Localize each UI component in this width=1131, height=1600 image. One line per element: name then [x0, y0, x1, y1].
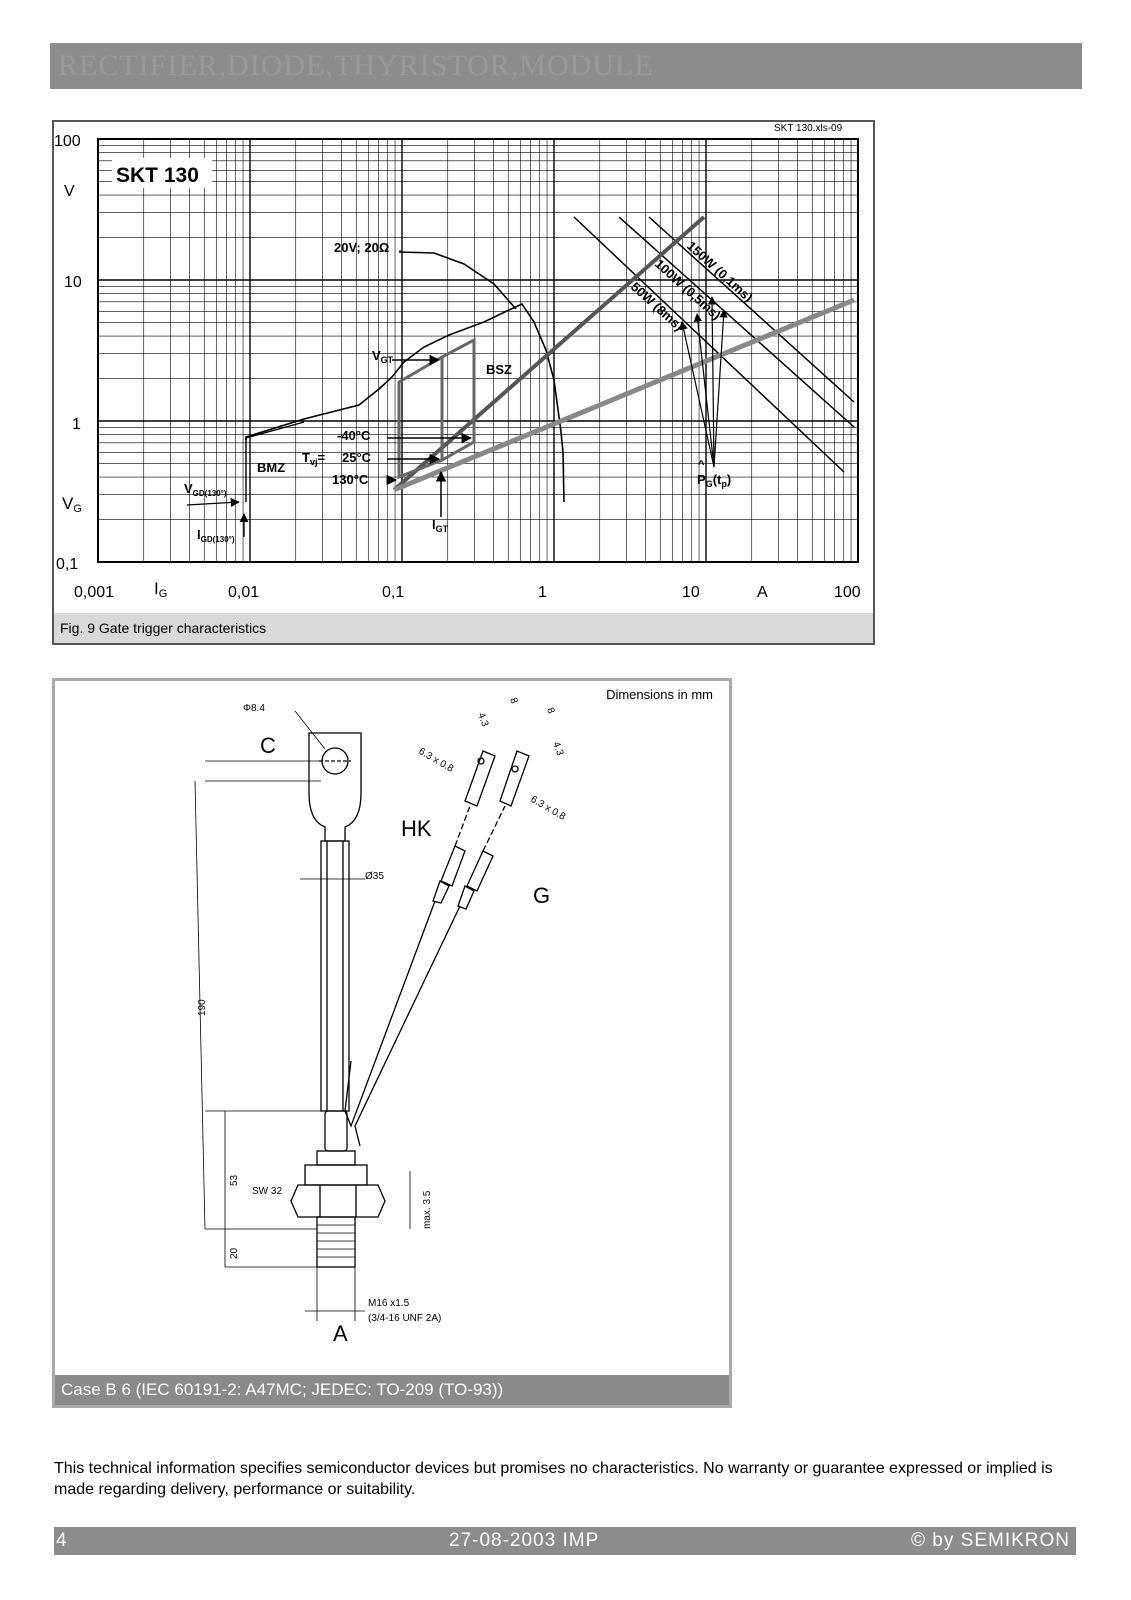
y-axis-label: VG	[62, 494, 82, 515]
x-tick-0001: 0,001	[74, 584, 114, 601]
load-line-top	[398, 251, 517, 310]
header-title: RECTIFIER,DIODE,THYRISTOR,MODULE	[58, 49, 654, 82]
y-tick-10: 10	[64, 274, 82, 291]
g-wire	[354, 905, 461, 1147]
file-id: SKT 130.xls-09	[774, 123, 843, 134]
bsz-label: BSZ	[486, 362, 512, 377]
lower-boundary	[393, 297, 855, 493]
tab2-width: 4.3	[550, 740, 565, 757]
hk-wire	[344, 900, 436, 1128]
hole-dim: Φ8.4	[243, 703, 265, 714]
shaft-dim: Ø35	[365, 871, 384, 882]
y-tick-01: 0,1	[56, 556, 78, 573]
tab2-length: 8	[544, 706, 556, 715]
x-tick-01: 0,1	[382, 584, 404, 601]
x-unit: A	[757, 584, 768, 601]
bmz-label: BMZ	[257, 460, 285, 475]
thread-unf: (3/4-16 UNF 2A)	[368, 1313, 441, 1324]
bmz-boundary	[245, 421, 305, 502]
p50-line	[573, 216, 845, 473]
terminal-hk-label: HK	[401, 816, 432, 841]
source-label: 20V; 20Ω	[334, 240, 389, 255]
case-caption: Case B 6 (IEC 60191-2: A47MC; JEDEC: TO-…	[55, 1375, 729, 1405]
hex-nut	[290, 1184, 386, 1218]
p100-line	[618, 216, 855, 428]
wrench-size: SW 32	[252, 1186, 282, 1197]
y-unit: V	[64, 183, 75, 200]
case-drawing-figure: C HK G A Φ8.4 Ø35 190 53 20 SW 32 max. 3…	[52, 678, 732, 1408]
pg-hat: ^	[698, 459, 705, 471]
header-bar: RECTIFIER,DIODE,THYRISTOR,MODULE	[50, 43, 1082, 89]
p150-line	[648, 216, 855, 403]
case-drawing: C HK G A Φ8.4 Ø35 190 53 20 SW 32 max. 3…	[194, 696, 568, 1346]
max-height: max. 3.5	[422, 1190, 433, 1229]
temp-130-label: 130°C	[332, 472, 369, 487]
igt-label: IGT	[432, 517, 449, 534]
igd-label: IGD(130°)	[197, 527, 235, 544]
len-53: 53	[229, 1174, 240, 1186]
load-line	[245, 302, 565, 503]
y-tick-100: 100	[54, 133, 81, 150]
thread-size: M16 x1.5	[368, 1298, 410, 1309]
x-tick-1: 1	[538, 584, 547, 601]
page-number: 4	[56, 1530, 67, 1551]
temp-neg40-label: -40°C	[337, 428, 371, 443]
gate-trigger-figure: SKT 130.xls-09 SKT 130 100 10 1 0,1 V VG…	[52, 120, 875, 645]
x-tick-100: 100	[834, 584, 861, 601]
tab1-length: 8	[507, 696, 519, 705]
x-tick-001: 0,01	[228, 584, 259, 601]
tab2-size: 6.3 x 0.8	[529, 794, 568, 823]
footer-date: 27-08-2003 IMP	[449, 1530, 600, 1551]
threaded-stud	[316, 1216, 356, 1268]
upper-boundary	[392, 215, 706, 492]
figure-caption: Fig. 9 Gate trigger characteristics	[54, 613, 873, 643]
footer-bar: 4 27-08-2003 IMP © by SEMIKRON	[54, 1527, 1076, 1555]
grid	[97, 139, 858, 563]
plot-area	[97, 138, 859, 563]
vgt-label: VGT	[372, 348, 394, 365]
tvj-label: Tvj=	[302, 450, 325, 467]
temp-25-label: 25°C	[342, 450, 372, 465]
len-190: 190	[197, 999, 208, 1016]
terminal-lug	[308, 732, 362, 842]
gate-trigger-chart: SKT 130.xls-09 SKT 130 100 10 1 0,1 V VG…	[54, 123, 861, 601]
footer-copyright: © by SEMIKRON	[911, 1530, 1070, 1551]
tab1-width: 4.3	[475, 711, 490, 728]
cable-shaft	[320, 840, 350, 1112]
disclaimer: This technical information specifies sem…	[54, 1460, 1053, 1498]
tab1-size: 6.3 x 0.8	[417, 746, 456, 775]
x-axis-label: IG	[154, 579, 167, 600]
dimensions-note: Dimensions in mm	[606, 687, 713, 702]
terminal-c-label: C	[260, 733, 276, 758]
len-20: 20	[229, 1247, 240, 1259]
pg-label: PG(tp)	[697, 472, 731, 489]
terminal-a-label: A	[333, 1321, 348, 1346]
vgd-label: VGD(130°)	[184, 481, 227, 498]
y-tick-1: 1	[72, 416, 81, 433]
device-title: SKT 130	[116, 164, 199, 187]
x-tick-10: 10	[682, 584, 700, 601]
terminal-g-label: G	[533, 883, 550, 908]
